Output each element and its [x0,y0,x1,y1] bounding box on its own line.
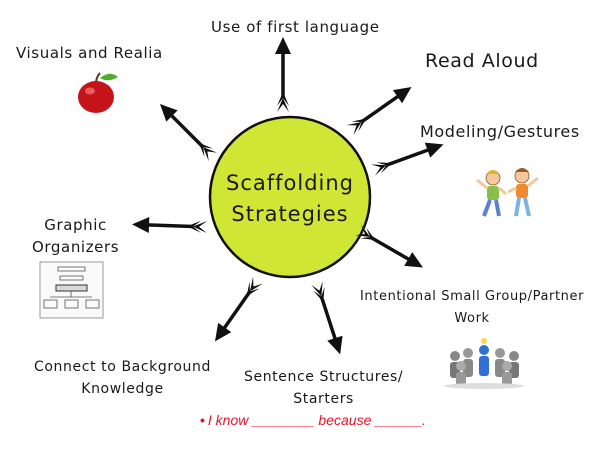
label-background-knowledge-line2: Knowledge [81,381,164,397]
label-sentence-structures-line1: Sentence Structures/ [244,369,404,385]
arrow-first-language [273,35,293,114]
label-graphic-organizers: Graphic Organizers [32,214,119,258]
label-visuals-realia: Visuals and Realia [16,44,163,62]
label-read-aloud: Read Aloud [425,50,539,72]
center-title: Scaffolding Strategies [205,168,375,230]
label-sentence-structures-line2: Starters [293,391,354,407]
label-first-language: Use of first language [211,18,380,36]
label-sentence-structures: Sentence Structures/ Starters [244,366,403,410]
label-small-group: Intentional Small Group/Partner Work [360,286,584,330]
label-graphic-organizers-line1: Graphic [44,216,107,234]
arrow-read-aloud [343,78,418,139]
example-sentence-text: I know ________ because ______. [207,412,426,428]
label-small-group-line2: Work [454,311,490,326]
people-group-icon [444,338,524,389]
label-modeling-gestures: Modeling/Gestures [420,122,580,141]
arrow-small-group [352,221,429,277]
bullet-icon: • [200,412,205,428]
example-sentence: •I know ________ because ______. [200,412,426,428]
arrow-sentence-structures [307,278,350,359]
apple-icon [78,72,118,113]
arrow-graphic-organizers [130,214,210,237]
arrow-background-knowledge [206,273,267,348]
arrow-visuals-realia [152,96,221,165]
label-graphic-organizers-line2: Organizers [32,238,120,256]
center-title-line2: Strategies [231,202,349,226]
label-small-group-line1: Intentional Small Group/Partner [360,289,585,304]
label-background-knowledge-line1: Connect to Background [34,359,211,375]
graphic-organizer-icon [39,261,104,319]
label-background-knowledge: Connect to Background Knowledge [34,356,211,400]
center-circle [208,115,372,279]
children-gesturing-icon [476,168,539,217]
center-title-line1: Scaffolding [225,171,355,195]
